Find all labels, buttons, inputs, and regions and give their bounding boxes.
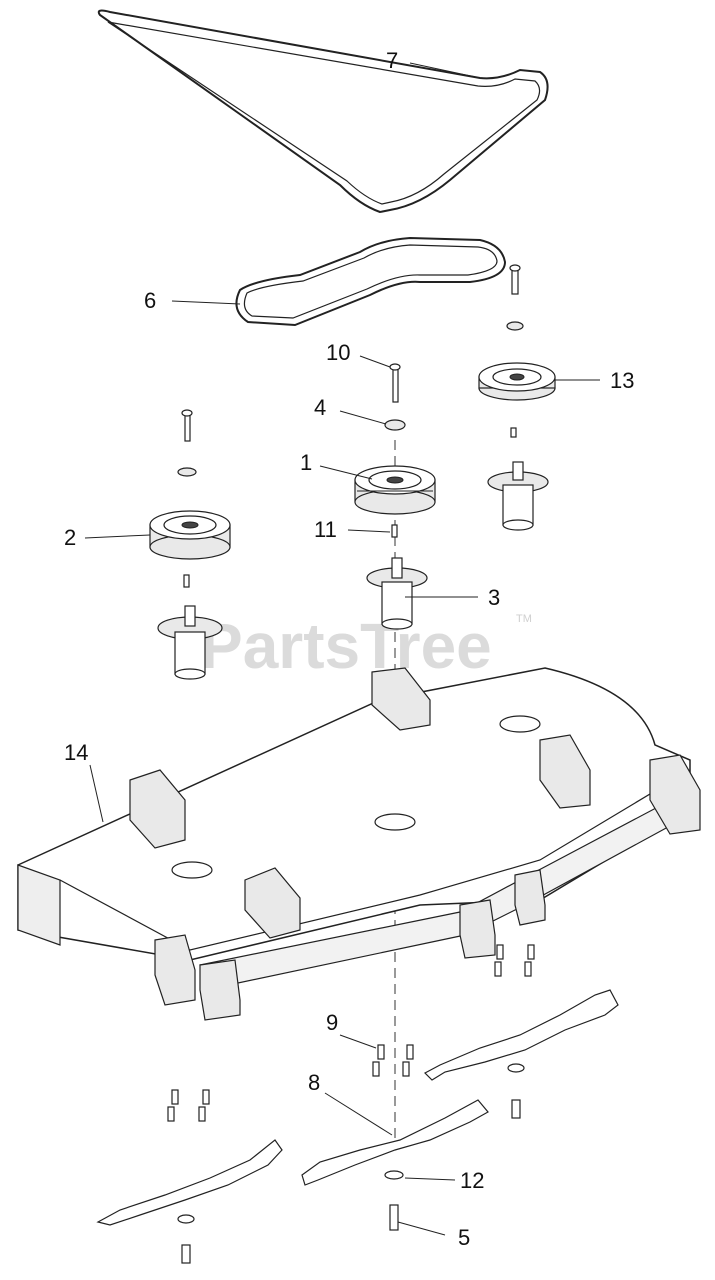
callout-6: 6 <box>144 288 156 313</box>
mower-deck <box>17 667 701 1021</box>
watermark: PartsTree <box>200 610 492 682</box>
callout-5: 5 <box>458 1225 470 1250</box>
bolts-set-right <box>494 944 535 977</box>
bolt-blade-right <box>511 1099 521 1119</box>
washer-blade-right <box>507 1063 525 1073</box>
washer-blade-center <box>384 1170 404 1180</box>
belt-short <box>235 236 507 327</box>
spindle-right <box>487 461 549 531</box>
bolts-set-center <box>372 1044 414 1077</box>
key-right <box>510 427 517 438</box>
washer-right <box>506 321 524 331</box>
callout-12: 12 <box>460 1168 484 1193</box>
washer-center <box>384 419 406 431</box>
callout-9: 9 <box>326 1010 338 1035</box>
callout-13: 13 <box>610 368 634 393</box>
callout-4: 4 <box>314 395 326 420</box>
blade-right <box>424 989 619 1081</box>
callout-14: 14 <box>64 740 88 765</box>
key-left <box>183 574 190 588</box>
blade-center <box>301 1099 489 1186</box>
bolt-left <box>181 409 193 442</box>
spindle-center <box>366 557 428 630</box>
callout-7: 7 <box>386 48 398 73</box>
bolts-set-left <box>167 1089 210 1122</box>
pulley-left <box>149 510 231 560</box>
watermark-tm: TM <box>516 613 532 625</box>
leader-lines <box>84 62 600 1236</box>
bolt-right <box>509 264 521 295</box>
callout-10: 10 <box>326 340 350 365</box>
belt-long <box>97 9 549 214</box>
callout-2: 2 <box>64 525 76 550</box>
callout-1: 1 <box>300 450 312 475</box>
bolt-center <box>389 363 401 403</box>
bolt-blade-left <box>181 1244 191 1264</box>
bolt-blade-center <box>389 1204 399 1231</box>
callout-3: 3 <box>488 585 500 610</box>
washer-blade-left <box>177 1214 195 1224</box>
pulley-right <box>478 362 556 401</box>
pulley-center <box>354 465 436 515</box>
washer-left <box>177 467 197 477</box>
callout-8: 8 <box>308 1070 320 1095</box>
blade-left <box>96 1139 283 1226</box>
spindle-left <box>157 605 223 680</box>
callout-11: 11 <box>314 517 337 542</box>
key-center <box>391 524 398 538</box>
